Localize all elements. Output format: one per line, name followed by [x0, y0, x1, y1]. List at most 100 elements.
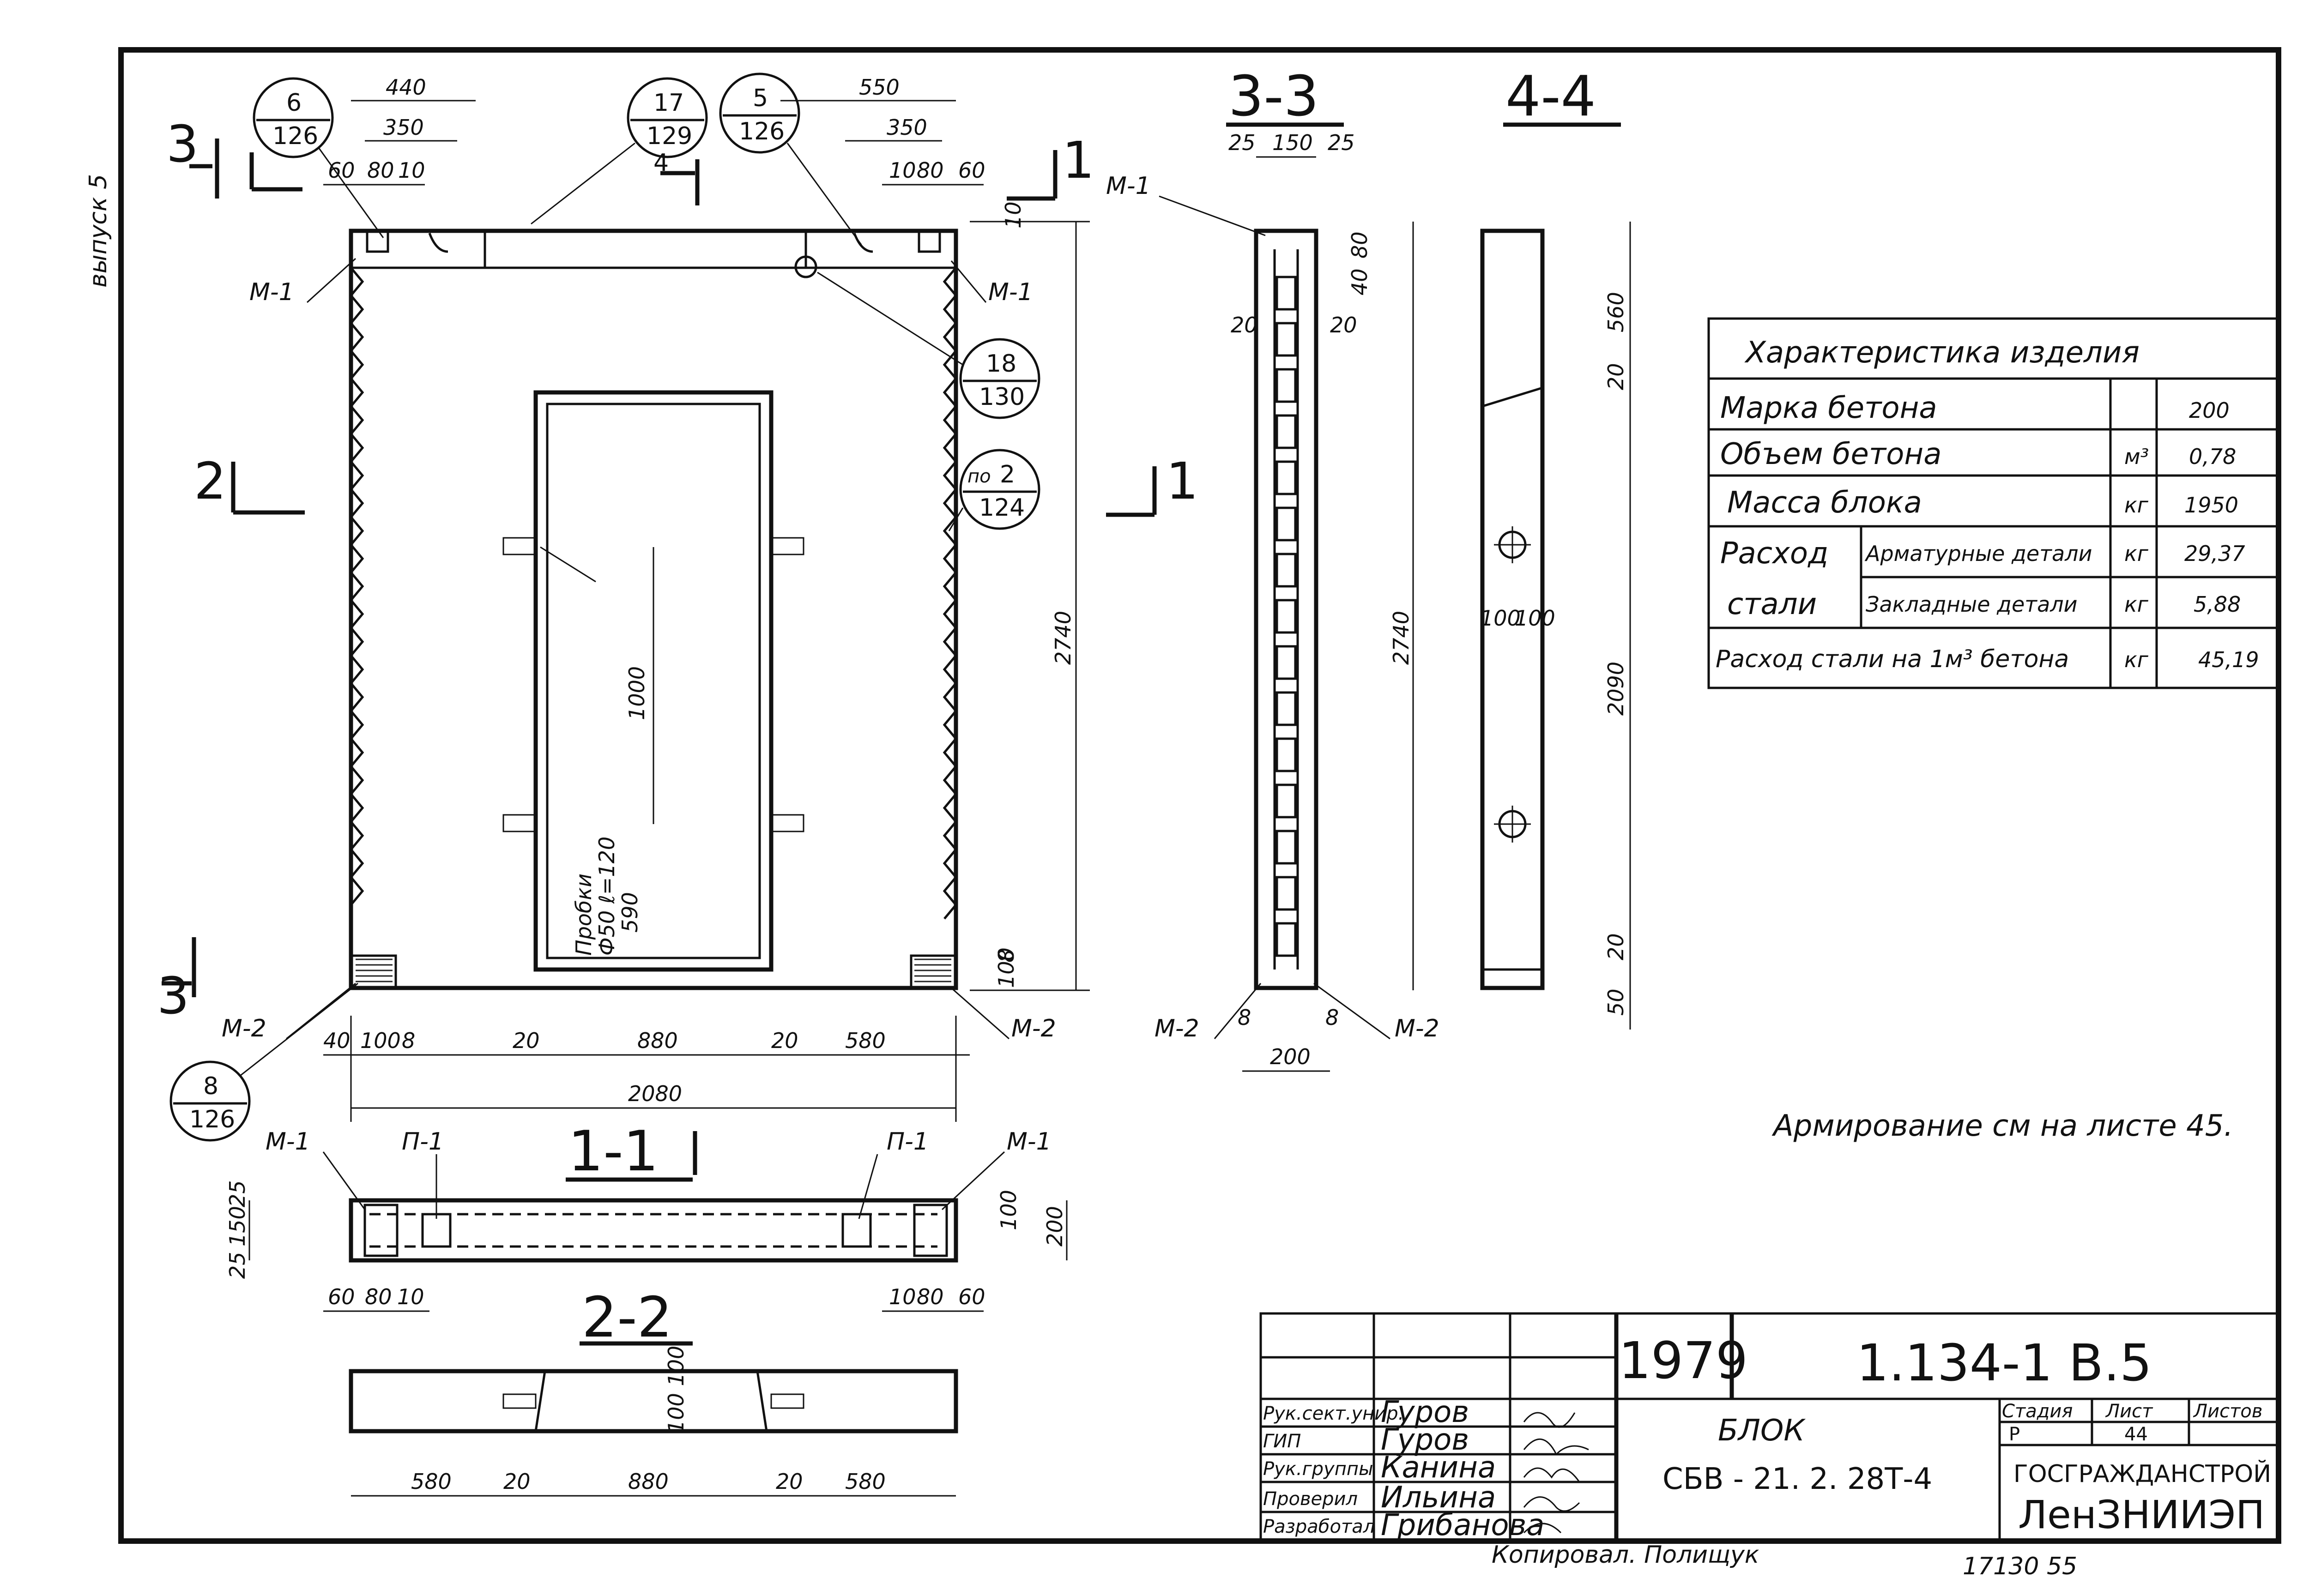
- svg-text:10: 10: [397, 1284, 424, 1309]
- section-1-1-body: [349, 1198, 958, 1263]
- svg-text:Проверил: Проверил: [1263, 1488, 1358, 1510]
- svg-text:350: 350: [383, 115, 424, 140]
- plan-left-key-edge: [349, 267, 364, 906]
- svg-text:580: 580: [845, 1028, 886, 1053]
- svg-text:350: 350: [887, 115, 927, 140]
- svg-text:100 100: 100 100: [664, 1346, 689, 1433]
- svg-text:ЛенЗНИИЭП: ЛенЗНИИЭП: [2018, 1492, 2265, 1537]
- reinforcement-note: Армирование см на листе 45.: [1771, 1109, 2233, 1143]
- svg-text:50: 50: [1603, 988, 1628, 1016]
- svg-text:25: 25: [225, 1180, 250, 1207]
- svg-text:129: 129: [647, 122, 692, 150]
- svg-text:100: 100: [1480, 606, 1521, 631]
- svg-text:2740: 2740: [1051, 611, 1076, 665]
- embed-m2-right: [910, 954, 956, 988]
- svg-text:25: 25: [225, 1252, 250, 1279]
- svg-text:2: 2: [194, 452, 226, 511]
- svg-text:2-2: 2-2: [582, 1286, 672, 1350]
- svg-text:20: 20: [776, 1469, 803, 1494]
- svg-text:1950: 1950: [2184, 493, 2238, 518]
- svg-text:20: 20: [1231, 313, 1258, 337]
- svg-text:150: 150: [1272, 130, 1313, 155]
- svg-text:1000: 1000: [624, 666, 649, 720]
- svg-text:200: 200: [2189, 398, 2230, 423]
- svg-text:20: 20: [513, 1028, 540, 1053]
- callout-6-126: 6 126: [253, 77, 384, 238]
- svg-text:М-2: М-2: [1395, 1015, 1439, 1042]
- svg-text:М-2: М-2: [222, 1015, 266, 1042]
- svg-text:60: 60: [328, 1284, 355, 1309]
- svg-text:80: 80: [1347, 231, 1372, 259]
- svg-text:ГОСГРАЖДАНСТРОЙ: ГОСГРАЖДАНСТРОЙ: [2013, 1460, 2271, 1488]
- svg-text:200: 200: [1042, 1206, 1067, 1247]
- svg-text:Р: Р: [2009, 1424, 2020, 1445]
- svg-text:Грибанова: Грибанова: [1381, 1508, 1545, 1542]
- svg-text:3: 3: [166, 114, 199, 174]
- svg-text:124: 124: [979, 494, 1025, 522]
- svg-text:6: 6: [286, 89, 302, 117]
- svg-text:5,88: 5,88: [2194, 592, 2241, 617]
- svg-text:кг: кг: [2124, 647, 2149, 672]
- svg-text:8: 8: [402, 1028, 415, 1053]
- svg-text:8: 8: [203, 1072, 218, 1100]
- section-4-4-body: [1480, 229, 1545, 990]
- sheet-code: 17130 55: [1963, 1553, 2077, 1580]
- svg-text:80: 80: [917, 1284, 944, 1309]
- svg-text:80: 80: [365, 1284, 392, 1309]
- svg-text:ГИП: ГИП: [1263, 1431, 1301, 1452]
- svg-text:45,19: 45,19: [2198, 647, 2259, 672]
- plan-view: 2080 2740 1000 440 350 60 80 10 550 350 …: [157, 75, 1198, 1122]
- signature-scribbles: [1523, 1412, 1589, 1534]
- svg-text:8: 8: [994, 949, 1019, 963]
- characteristics-table: Характеристика изделия Марка бетона 200 …: [1707, 317, 2280, 689]
- svg-text:2740: 2740: [1389, 611, 1414, 665]
- svg-text:8: 8: [1238, 1005, 1251, 1030]
- section-4-4: 4-4 560 20 100 100 2090 20 50: [1480, 65, 1631, 1030]
- svg-text:м³: м³: [2124, 444, 2149, 469]
- svg-text:2: 2: [1000, 461, 1015, 488]
- svg-text:БЛОК: БЛОК: [1718, 1414, 1806, 1448]
- svg-text:100: 100: [994, 947, 1019, 988]
- callout-8-126: 8 126: [169, 982, 358, 1142]
- svg-text:10: 10: [398, 158, 425, 183]
- svg-text:25: 25: [1328, 130, 1355, 155]
- svg-text:60: 60: [958, 1284, 985, 1309]
- svg-text:П-1: П-1: [887, 1128, 929, 1156]
- svg-text:200: 200: [1270, 1044, 1311, 1069]
- window-opening-outer: [533, 390, 774, 972]
- svg-text:8: 8: [1325, 1005, 1339, 1030]
- svg-text:150: 150: [225, 1206, 250, 1247]
- svg-text:М-1: М-1: [266, 1128, 310, 1156]
- loop-p1-left: [421, 1213, 452, 1248]
- lifting-loop-marker: [794, 255, 817, 278]
- svg-text:10: 10: [889, 1284, 916, 1309]
- svg-text:М-1: М-1: [1007, 1128, 1052, 1156]
- svg-text:29,37: 29,37: [2184, 541, 2245, 566]
- svg-text:Рук.группы: Рук.группы: [1263, 1458, 1373, 1480]
- section-3-3-body: [1254, 229, 1318, 990]
- svg-text:1.134-1 В.5: 1.134-1 В.5: [1856, 1333, 2152, 1392]
- svg-text:0,78: 0,78: [2189, 444, 2236, 469]
- callout-2-124: по 2 124: [948, 449, 1040, 531]
- svg-text:П-1: П-1: [402, 1128, 444, 1156]
- svg-text:880: 880: [637, 1028, 678, 1053]
- svg-text:20: 20: [503, 1469, 531, 1494]
- svg-text:4-4: 4-4: [1505, 65, 1596, 129]
- svg-text:1979: 1979: [1619, 1331, 1748, 1390]
- section-2-2-body: [349, 1369, 958, 1433]
- svg-text:по: по: [967, 466, 991, 487]
- svg-text:126: 126: [739, 118, 785, 145]
- callout-17-129: 17 129: [531, 77, 708, 225]
- svg-text:1: 1: [1062, 131, 1094, 190]
- svg-text:1: 1: [1166, 452, 1198, 511]
- svg-text:100: 100: [996, 1190, 1021, 1230]
- embed-m2-left: [351, 954, 397, 988]
- side-label: выпуск 5: [85, 174, 112, 288]
- svg-text:40: 40: [1347, 268, 1372, 295]
- svg-text:3-3: 3-3: [1228, 65, 1319, 129]
- svg-text:5: 5: [753, 84, 768, 112]
- section-2-2: 2-2 580 20 880 20 580 100 100: [349, 1286, 958, 1497]
- svg-text:126: 126: [189, 1106, 235, 1133]
- svg-text:100: 100: [1515, 606, 1555, 631]
